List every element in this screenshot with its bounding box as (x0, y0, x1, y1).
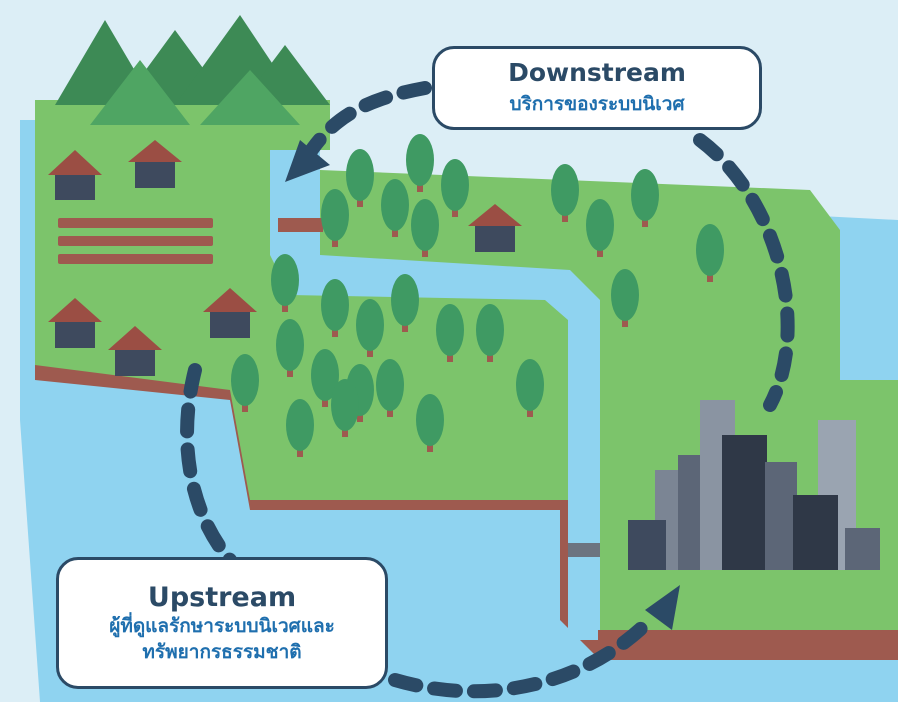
upstream-subtitle: ผู้ที่ดูแลรักษาระบบนิเวศและทรัพยากรธรรมช… (109, 614, 335, 663)
tree (391, 274, 419, 332)
tree (271, 254, 299, 312)
downstream-title: Downstream (508, 57, 686, 87)
tree (276, 319, 304, 377)
bridge-lower (568, 543, 600, 557)
tree (416, 394, 444, 452)
tree (586, 199, 614, 257)
arrow-upstream-loop (180, 363, 237, 567)
houses (48, 140, 522, 376)
downstream-callout: Downstream บริการของระบบนิเวศ (432, 46, 762, 130)
tree (411, 199, 439, 257)
bridge-upper (278, 218, 323, 232)
tree (311, 349, 339, 407)
crop-rows (58, 218, 213, 264)
river-channel (270, 150, 598, 640)
tree (356, 299, 384, 357)
tree (381, 179, 409, 237)
tree (376, 359, 404, 417)
forest-trees (231, 134, 724, 457)
tree (476, 304, 504, 362)
arrow-head-upstream (645, 585, 680, 630)
tree (631, 169, 659, 227)
downstream-subtitle: บริการของระบบนิเวศ (509, 92, 685, 115)
upland-left (35, 100, 575, 500)
soil-layer (35, 350, 898, 660)
tree (696, 224, 724, 282)
arrow-bottom-loop (388, 613, 657, 699)
tree (331, 379, 359, 437)
mountains (55, 15, 330, 125)
tree (286, 399, 314, 457)
city-buildings (628, 400, 880, 570)
tree (321, 189, 349, 247)
tree (231, 354, 259, 412)
upstream-callout: Upstream ผู้ที่ดูแลรักษาระบบนิเวศและทรัพ… (56, 557, 388, 689)
tree (406, 134, 434, 192)
upstream-title: Upstream (147, 581, 297, 613)
tree (516, 359, 544, 417)
arrow-city-loop (693, 133, 795, 412)
tree (436, 304, 464, 362)
tree (551, 164, 579, 222)
tree (611, 269, 639, 327)
tree (441, 159, 469, 217)
arrow-downstream-loop (298, 81, 432, 167)
tree (321, 279, 349, 337)
tree (346, 149, 374, 207)
arrow-head-downstream (285, 140, 330, 182)
